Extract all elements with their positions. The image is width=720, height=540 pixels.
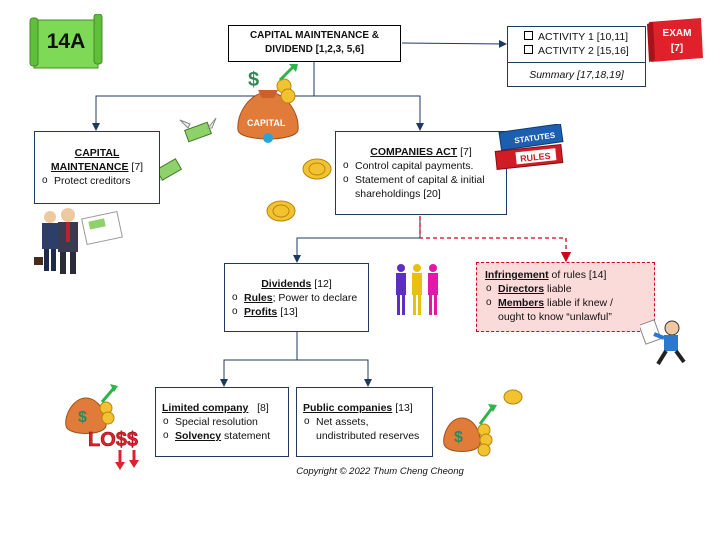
root-branch-line-right [314, 95, 424, 131]
dividends-ref: [12] [314, 278, 332, 290]
loss-text: LO$$ [88, 429, 138, 451]
svg-text:$: $ [454, 429, 463, 446]
capital-maintenance-title-line2: MAINTENANCE [50, 161, 129, 173]
dividends-branch-line [220, 332, 298, 387]
capital-maintenance-node: CAPITAL MAINTENANCE [7] Protect creditor… [34, 131, 160, 204]
infringement-node: Infringement of rules [14] Directors lia… [476, 262, 655, 332]
public-companies-bullet-continued: undistributed reserves [316, 430, 420, 442]
limited-company-ref: [8] [257, 402, 269, 414]
root-branch-line [92, 62, 315, 131]
rules-text: ; Power to declare [272, 292, 358, 304]
profits-label: Profits [244, 306, 278, 318]
loss-money-illustration: $ LO$$ [62, 380, 154, 472]
gold-coin-icon [302, 158, 332, 180]
dividends-title: Dividends [261, 278, 312, 290]
exam-label: EXAM [662, 28, 692, 39]
root-node: CAPITAL MAINTENANCE & DIVIDEND [1,2,3, 5… [228, 25, 401, 62]
dividends-rules-bullet: Rules; Power to declare [231, 291, 362, 305]
money-bag-icon: $ CAPITAL [237, 64, 299, 143]
directors-bullet: Directors liable [485, 282, 648, 296]
dividends-branch-line-right [297, 359, 372, 387]
solvency-text: statement [224, 430, 271, 442]
activity-item[interactable]: ACTIVITY 1 [10,11] [524, 30, 645, 44]
section-badge: 14A [28, 14, 104, 70]
root-to-activities-arrow [401, 39, 507, 48]
public-companies-ref: [13] [395, 402, 413, 414]
infringement-title-rest: of rules [14] [551, 269, 607, 281]
root-title-line2: DIVIDEND [1,2,3, 5,6] [265, 44, 364, 55]
summary-label: Summary [17,18,19] [508, 62, 645, 82]
activity-item[interactable]: ACTIVITY 2 [15,16] [524, 44, 645, 58]
money-bag-loss-icon: $ LO$$ [65, 384, 139, 470]
activities-panel: ACTIVITY 1 [10,11] ACTIVITY 2 [15,16] Su… [507, 26, 646, 87]
books-icon: STATUTES RULES [494, 123, 564, 170]
profits-ref: [13] [280, 306, 298, 318]
statutes-books-illustration: STATUTES RULES [492, 123, 568, 174]
public-companies-title: Public companies [303, 402, 393, 414]
exam-ribbon: EXAM [7] [645, 16, 707, 64]
rules-book-text: RULES [520, 151, 551, 164]
capital-maintenance-ref: [7] [131, 161, 144, 173]
running-man-illustration [638, 316, 690, 370]
root-title-line1: CAPITAL MAINTENANCE & [249, 30, 380, 41]
infringement-title: Infringement [485, 269, 549, 281]
activity-label: ACTIVITY 2 [15,16] [538, 45, 629, 57]
money-wings-icon [179, 117, 217, 143]
companies-act-bullet: Control capital payments. [342, 159, 500, 173]
companies-act-bullet-continued: shareholdings [20] [355, 188, 441, 200]
capital-bag-text: CAPITAL [247, 118, 286, 128]
shareholders-illustration [392, 262, 442, 318]
solvency-bullet: Solvency statement [162, 429, 284, 443]
act-branch-line [293, 216, 421, 263]
svg-text:$: $ [248, 69, 259, 91]
dividends-node: Dividends [12] Rules; Power to declare P… [224, 263, 369, 332]
rules-label: Rules [244, 292, 273, 304]
act-to-infringement-dashed [419, 216, 572, 263]
solvency-label: Solvency [175, 430, 222, 442]
money-bag-icon: $ [443, 404, 497, 457]
ribbon-icon [647, 18, 703, 62]
gold-coin-icon [266, 200, 296, 222]
capital-money-bag-illustration: $ CAPITAL [228, 62, 308, 144]
companies-act-bullet: Statement of capital & initial [342, 173, 500, 187]
svg-text:$: $ [78, 409, 87, 426]
members-text-continued: ought to know “unlawful” [498, 311, 612, 323]
capital-maintenance-title-line1: CAPITAL [74, 147, 120, 159]
scroll-icon [29, 14, 103, 69]
public-companies-node: Public companies [13] Net assets, undist… [296, 387, 433, 457]
badge-label: 14A [46, 30, 86, 53]
checkbox-icon[interactable] [524, 45, 533, 54]
flying-money-illustration [178, 116, 218, 146]
limited-company-bullet: Special resolution [162, 415, 284, 429]
companies-act-ref: [7] [460, 146, 472, 158]
profit-money-bag-illustration: $ [440, 400, 500, 458]
companies-act-title: COMPANIES ACT [370, 146, 458, 158]
members-label: Members [498, 297, 545, 309]
dividends-profits-bullet: Profits [13] [231, 305, 362, 319]
members-bullet: Members liable if knew / [485, 296, 648, 310]
exam-ref: [7] [670, 43, 684, 54]
directors-text: liable [547, 283, 572, 295]
activity-label: ACTIVITY 1 [10,11] [538, 31, 629, 43]
members-text: liable if knew / [547, 297, 613, 309]
copyright-text: Copyright © 2022 Thum Cheng Cheong [296, 466, 464, 477]
businessmen-icon [34, 208, 123, 274]
limited-company-title: Limited company [162, 402, 249, 414]
checkbox-icon[interactable] [524, 31, 533, 40]
businessmen-illustration [30, 205, 125, 277]
limited-company-node: Limited company [8] Special resolution S… [155, 387, 289, 457]
running-man-icon [638, 319, 686, 366]
people-icon [396, 264, 438, 315]
directors-label: Directors [498, 283, 545, 295]
public-companies-bullet: Net assets, [303, 415, 428, 429]
gold-coin-icon [503, 389, 523, 405]
companies-act-node: COMPANIES ACT [7] Control capital paymen… [335, 131, 507, 215]
capital-maintenance-bullet: Protect creditors [41, 174, 153, 188]
